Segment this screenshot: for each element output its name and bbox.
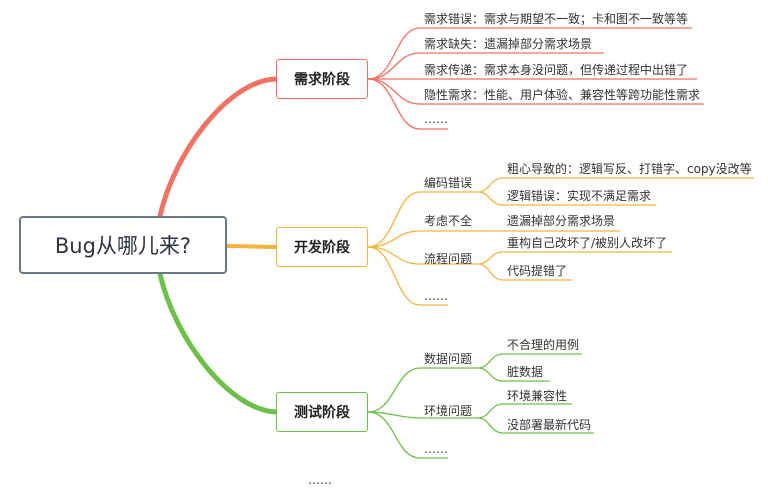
leaf-requirement-transfer: 需求传递：需求本身没问题，但传递过程中出错了: [424, 63, 689, 77]
connector-root-stage1: [157, 76, 279, 219]
leaf-refactor-broken: 重构自己改坏了/被别人改坏了: [507, 236, 668, 250]
stage-requirements: 需求阶段: [276, 59, 368, 99]
stage-label: 开发阶段: [294, 240, 350, 256]
leaf-requirement-missing: 需求缺失：遗漏掉部分需求场景: [424, 37, 593, 51]
leaf-wrong-commit: 代码提错了: [507, 264, 568, 278]
stage-testing: 测试阶段: [276, 392, 368, 432]
leaf-logic-error: 逻辑错误：实现不满足需求: [507, 189, 652, 203]
connector-root-stage2: [225, 244, 278, 249]
leaf-env-compatibility: 环境兼容性: [507, 389, 568, 403]
group-coding-error: 编码错误: [424, 176, 473, 190]
stage3-branches: [367, 353, 594, 459]
stage-label: 需求阶段: [294, 72, 350, 88]
leaf-more: ……: [424, 289, 448, 303]
leaf-missed-scenarios: 遗漏掉部分需求场景: [507, 214, 616, 228]
group-incomplete-consideration: 考虑不全: [424, 214, 473, 228]
group-data-issue: 数据问题: [424, 352, 473, 366]
leaf-unreasonable-cases: 不合理的用例: [507, 338, 580, 352]
leaf-not-deployed-latest: 没部署最新代码: [507, 418, 592, 432]
leaf-more: ……: [424, 112, 448, 126]
leaf-more: ……: [424, 442, 448, 456]
leaf-dirty-data: 脏数据: [507, 365, 544, 379]
stage2-branches: [367, 177, 754, 306]
stage-development: 开发阶段: [276, 227, 368, 267]
connector-root-stage3: [157, 271, 279, 415]
leaf-implicit-requirement: 隐性需求：性能、用户体验、兼容性等跨功能性需求: [424, 88, 701, 102]
group-process-issue: 流程问题: [424, 252, 473, 266]
root-label: Bug从哪儿来?: [54, 234, 192, 258]
leaf-careless-mistakes: 粗心导致的：逻辑写反、打错字、copy没改等: [507, 162, 752, 176]
leaf-requirement-error: 需求错误：需求与期望不一致；卡和图不一致等等: [424, 12, 689, 26]
root-node: Bug从哪儿来?: [19, 216, 227, 274]
stage1-branches: [367, 27, 704, 130]
stage-label: 测试阶段: [294, 405, 350, 421]
group-environment-issue: 环境问题: [424, 404, 473, 418]
bottom-more: ……: [308, 473, 332, 487]
